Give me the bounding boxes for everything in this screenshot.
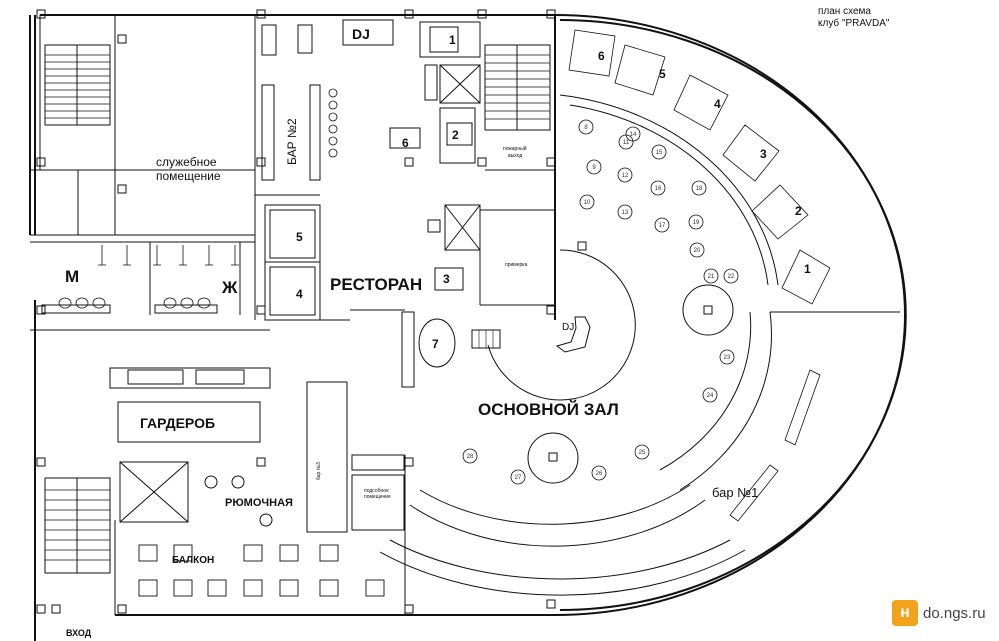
balcony-tables	[138, 544, 385, 597]
stairwell-top-right	[484, 44, 551, 131]
hall-table-18	[691, 180, 707, 196]
hall-table-26-number: 26	[596, 471, 603, 477]
hall-table-17	[654, 217, 670, 233]
hall-tables: 8 9 10 11 12 13 14 15 16 17 18 19 20 21 22 23 24 25 26 27 28	[462, 119, 739, 485]
dj-main-label: DJ	[562, 322, 574, 333]
hall-table-15-number: 15	[656, 150, 663, 156]
hall-table-19-number: 19	[693, 220, 700, 226]
watermark[interactable]: н do.ngs.ru	[892, 600, 986, 626]
hall-table-8	[578, 119, 594, 135]
bar-2-area	[254, 15, 394, 320]
hall-table-21	[703, 268, 719, 284]
main-hall-label: ОСНОВНОЙ ЗАЛ	[478, 400, 619, 419]
hall-table-22	[723, 268, 739, 284]
fire-exit-label-1: пожарный	[503, 145, 527, 152]
restaurant-booth-3-number: 3	[443, 272, 450, 286]
hall-table-9-number: 9	[592, 165, 596, 171]
hall-table-24	[702, 387, 718, 403]
hall-table-17-number: 17	[659, 223, 666, 229]
hall-table-9	[586, 159, 602, 175]
hall-table-13-number: 13	[622, 210, 629, 216]
restaurant-area	[264, 21, 555, 321]
hall-table-19	[688, 214, 704, 230]
lower-left-area	[30, 329, 406, 615]
dj-booth-top-label: DJ	[352, 26, 370, 42]
hall-table-13	[617, 204, 633, 220]
hall-table-10	[579, 194, 595, 210]
outer-booth-1-number: 1	[804, 262, 811, 276]
restaurant-booth-2-number: 2	[452, 128, 459, 142]
main-hall	[379, 94, 900, 596]
hall-table-20-number: 20	[694, 248, 701, 254]
booth-7-area	[401, 311, 501, 388]
outer-booth-5-number: 5	[659, 67, 666, 81]
wardrobe-label: ГАРДЕРОБ	[140, 415, 215, 431]
bar-2-label: БАР №2	[285, 118, 299, 165]
balcony-label: БАЛКОН	[172, 555, 214, 566]
hall-table-27-number: 27	[515, 475, 522, 481]
shot-bar-label: РЮМОЧНАЯ	[225, 497, 293, 509]
restaurant-booth-6-number: 6	[402, 136, 409, 150]
hall-table-25	[634, 444, 650, 460]
ngs-logo-icon: н	[892, 600, 918, 626]
outer-walls	[29, 14, 907, 641]
outer-booth-3-number: 3	[760, 147, 767, 161]
hall-table-21-number: 21	[708, 274, 715, 280]
outer-booth-ring	[568, 29, 831, 522]
hall-table-23	[719, 349, 735, 365]
hall-table-12-number: 12	[622, 173, 629, 179]
hall-table-20	[689, 242, 705, 258]
restaurant-label: РЕСТОРАН	[330, 275, 422, 294]
outer-booth-4-number: 4	[714, 97, 721, 111]
hall-table-16	[650, 180, 666, 196]
utility-room-label-1: подсобное	[364, 488, 389, 494]
hall-table-24-number: 24	[707, 393, 714, 399]
service-room-label-2: помещение	[156, 169, 221, 183]
hall-table-12	[617, 167, 633, 183]
women-room-label: Ж	[221, 278, 238, 297]
columns	[36, 9, 713, 614]
hall-table-27	[510, 469, 526, 485]
hall-table-23-number: 23	[724, 355, 731, 361]
watermark-text: do.ngs.ru	[923, 604, 986, 622]
hall-table-14	[625, 126, 641, 142]
fire-exit-label-2: выход	[508, 153, 522, 159]
outer-booth-6-number: 6	[598, 49, 605, 63]
restaurant-booth-7-number: 7	[432, 337, 439, 351]
bar-3-label: бар №3	[316, 462, 322, 480]
hall-table-10-number: 10	[584, 200, 591, 206]
service-room-label-1: служебное	[156, 155, 217, 169]
entrance-label: ВХОД	[66, 628, 92, 638]
hall-table-14-number: 14	[630, 132, 637, 138]
hall-table-22-number: 22	[728, 274, 735, 280]
hall-table-8-number: 8	[584, 125, 588, 131]
restaurant-booth-5-number: 5	[296, 230, 303, 244]
service-room	[30, 14, 256, 236]
fitting-room-label: примерка	[505, 262, 528, 268]
men-room-label: М	[65, 267, 79, 286]
hall-table-26	[591, 465, 607, 481]
hall-table-25-number: 25	[639, 450, 646, 456]
hall-table-15	[651, 144, 667, 160]
utility-room-label-2: помещение	[364, 494, 391, 500]
hall-table-16-number: 16	[655, 186, 662, 192]
hall-table-18-number: 18	[696, 186, 703, 192]
hall-table-28-number: 28	[467, 454, 474, 460]
restaurant-booth-4-number: 4	[296, 287, 303, 301]
hall-table-28	[462, 448, 478, 464]
restaurant-booth-1-number: 1	[449, 33, 456, 47]
outer-booth-2-number: 2	[795, 204, 802, 218]
bar-1-label: бар №1	[712, 485, 758, 500]
plan-title-line-1: план схема	[818, 6, 871, 17]
plan-title: план схема клуб "PRAVDA"	[818, 6, 889, 30]
plan-title-line-2: клуб "PRAVDA"	[818, 18, 890, 29]
toilets	[30, 241, 255, 315]
hall-table-11-number: 11	[623, 140, 630, 146]
